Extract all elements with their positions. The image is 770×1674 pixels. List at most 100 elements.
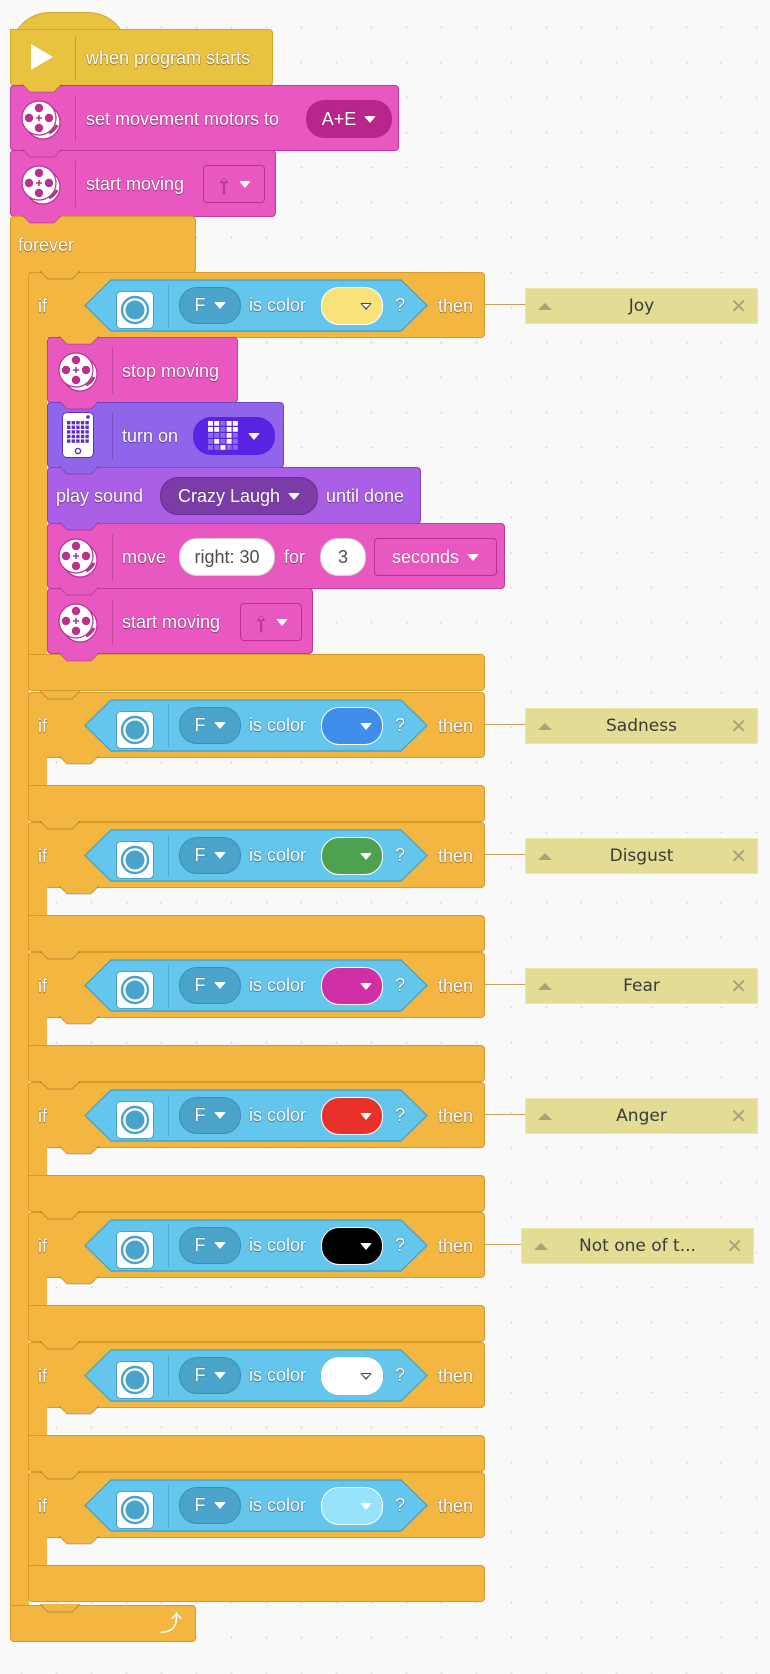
turn-on-label: turn on (122, 426, 179, 446)
block-connector (59, 587, 99, 596)
comment-note[interactable]: Sadness✕ (525, 708, 758, 744)
until-done-label: until done (326, 486, 405, 506)
color-dropdown-green[interactable] (321, 837, 383, 875)
close-icon[interactable]: ✕ (730, 844, 747, 868)
steering-input[interactable]: right: 30 (179, 538, 275, 576)
if-label: if (38, 716, 47, 736)
collapse-icon[interactable] (534, 1243, 548, 1250)
sensor-port-dropdown[interactable]: F (179, 1357, 241, 1394)
comment-note[interactable]: Anger✕ (525, 1098, 758, 1134)
if-block-arm (28, 882, 47, 920)
start-moving-block-inner[interactable]: start moving↑ (47, 588, 313, 654)
forever-block[interactable]: forever⤴ (10, 216, 196, 1642)
stop-moving-block[interactable]: stop moving (47, 337, 238, 403)
sensor-port-dropdown[interactable]: F (179, 1487, 241, 1524)
arrow-up-icon: ↑ (254, 606, 268, 637)
close-icon[interactable]: ✕ (726, 1234, 743, 1258)
collapse-icon[interactable] (538, 853, 552, 860)
block-connector (40, 1341, 80, 1350)
collapse-icon[interactable] (538, 723, 552, 730)
block-connector (59, 756, 99, 765)
direction-dropdown[interactable]: ↑ (203, 165, 265, 203)
color-dropdown-red[interactable] (321, 1097, 383, 1135)
sensor-port-dropdown[interactable]: F (179, 1097, 241, 1134)
direction-dropdown[interactable]: ↑ (240, 603, 302, 641)
chevron-down-icon (213, 852, 226, 859)
amount-input[interactable]: 3 (320, 538, 366, 576)
color-dropdown-magenta[interactable] (321, 967, 383, 1005)
block-connector (22, 84, 62, 93)
sensor-port-value: F (194, 1365, 206, 1385)
close-icon[interactable]: ✕ (730, 974, 747, 998)
motor-icon (19, 162, 63, 206)
motor-pair-dropdown[interactable]: A+E (306, 100, 392, 138)
sensor-port-dropdown[interactable]: F (179, 707, 241, 744)
if-block-footer (28, 785, 485, 822)
turn-on-display-block[interactable]: turn on (47, 402, 284, 468)
close-icon[interactable]: ✕ (730, 294, 747, 318)
comment-note[interactable]: Not one of t...✕ (521, 1228, 754, 1264)
forever-header (10, 216, 196, 273)
question-mark: ? (395, 1365, 406, 1385)
close-icon[interactable]: ✕ (730, 714, 747, 738)
block-connector (40, 1604, 80, 1613)
color-dropdown-black[interactable] (321, 1227, 383, 1265)
when-program-starts-block[interactable]: when program starts (10, 29, 273, 86)
sound-dropdown[interactable]: Crazy Laugh (160, 477, 318, 515)
light-pattern-dropdown[interactable] (193, 417, 275, 455)
block-connector (59, 401, 99, 410)
is-color-label: is color (249, 845, 307, 865)
chevron-down-icon (360, 1242, 372, 1250)
sensor-port-value: F (194, 1105, 206, 1125)
if-block-arm (28, 332, 47, 659)
block-connector (40, 271, 80, 280)
sensor-port-dropdown[interactable]: F (179, 967, 241, 1004)
color-dropdown-light-blue[interactable] (321, 1487, 383, 1525)
color-dropdown-yellow[interactable] (321, 287, 383, 325)
sensor-port-dropdown[interactable]: F (179, 287, 241, 324)
collapse-icon[interactable] (538, 1113, 552, 1120)
comment-note[interactable]: Fear ✕ (525, 968, 758, 1004)
collapse-icon[interactable] (538, 303, 552, 310)
comment-note[interactable]: Joy✕ (525, 288, 758, 324)
collapse-icon[interactable] (538, 983, 552, 990)
then-label: then (438, 296, 474, 316)
sensor-port-dropdown[interactable]: F (179, 837, 241, 874)
color-dropdown-blue[interactable] (321, 707, 383, 745)
chevron-down-icon (360, 1112, 372, 1120)
then-label: then (438, 1366, 474, 1386)
sensor-port-value: F (194, 1495, 206, 1515)
amount-value: 3 (337, 546, 348, 567)
chevron-down-icon (288, 492, 301, 500)
if-label: if (38, 976, 47, 996)
close-icon[interactable]: ✕ (730, 1104, 747, 1128)
color-dropdown-white[interactable] (321, 1357, 383, 1395)
if-label: if (38, 296, 47, 316)
comment-text: Fear (623, 976, 660, 996)
start-moving-block[interactable]: start moving↑ (10, 150, 276, 217)
unit-dropdown[interactable]: seconds (374, 538, 497, 576)
comment-note[interactable]: Disgust✕ (525, 838, 758, 874)
is-color-label: is color (249, 975, 307, 995)
block-connector (59, 1536, 99, 1545)
sensor-port-dropdown[interactable]: F (179, 1227, 241, 1264)
